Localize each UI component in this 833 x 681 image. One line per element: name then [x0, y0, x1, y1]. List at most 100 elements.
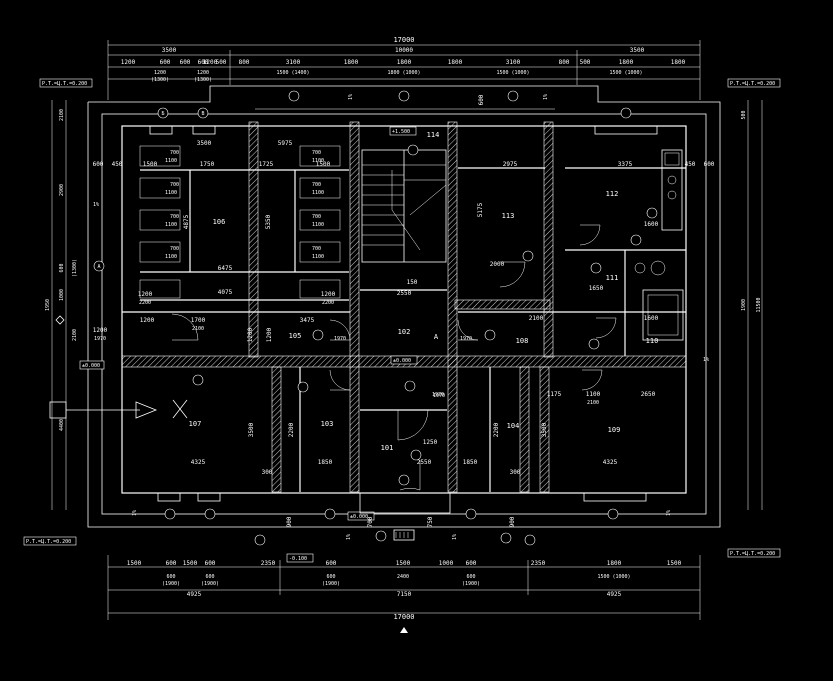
elevation-marks: +1.500 ±0.000 ±0.000 ±0.000 -0.100 [79, 126, 418, 563]
top-dim-r2-1: 10000 [395, 47, 413, 54]
elev-1: ±0.000 [393, 358, 411, 364]
slope-6: 1% [348, 94, 354, 100]
top-dim-r3-9: 1800 [397, 59, 412, 66]
bottom-dimension-chains: 1500 600 1500 600 2350 600 1500 1000 600… [107, 555, 701, 621]
bot-dim-r3-6: 1500 [396, 560, 411, 567]
bot-dim-r3-11: 1500 [667, 560, 682, 567]
bot-dim-r3-0: 1500 [127, 560, 142, 567]
idim-0: 3500 [197, 140, 212, 147]
bot-dim-r3-9: 2350 [531, 560, 546, 567]
top-dim-r4-2: 1200 [197, 70, 209, 76]
idim-29: 1650 [589, 285, 604, 292]
idim-11: 4075 [218, 289, 233, 296]
idim-46: 3500 [541, 422, 548, 437]
bot-dim-r4-9: 1500 (1000) [597, 574, 630, 580]
left-dim-5: 1950 [45, 299, 51, 311]
room-103: 103 [321, 420, 334, 428]
room-104: 104 [507, 422, 520, 430]
top-overall-dim: 17000 [393, 36, 414, 44]
bot-dim-r2-1: 7150 [397, 591, 412, 598]
fixture-tag-11: 1100 [312, 190, 324, 196]
top-dim-r4-4: 1500 (1400) [276, 70, 309, 76]
slope-1: 1% [703, 357, 709, 363]
idim-48: 2200 [493, 422, 500, 437]
idim-25: 2550 [397, 290, 412, 297]
level-mark-bottom-right: Р.Т.=Ц.Т.=0.200 [730, 551, 775, 557]
idim-22: 1970 [334, 336, 346, 342]
idim-12: 1200 [138, 291, 153, 298]
room-101: 101 [381, 444, 394, 452]
top-dim-r2-0: 3500 [162, 47, 177, 54]
bot-dim-r2-0: 4925 [187, 591, 202, 598]
idim-32: 1970 [460, 336, 472, 342]
bot-dim-r4-7: 600 [466, 574, 475, 580]
room-105: 105 [289, 332, 302, 340]
fixture-tag-6: 700 [170, 246, 179, 252]
top-dim-r3-14: 1800 [619, 59, 634, 66]
top-dim-r3-0: 1200 [121, 59, 136, 66]
level-marks: Р.Т.=Ц.Т.=0.200 Р.Т.=Ц.Т.=0.200 Р.Т.=Ц.Т… [23, 78, 781, 558]
top-dim-r4-0: 1200 [154, 70, 166, 76]
idim-59: 600 [93, 161, 104, 168]
room-102: 102 [398, 328, 411, 336]
fixture-tag-5: 1100 [165, 222, 177, 228]
idim-8: 4875 [183, 214, 190, 229]
fixture-tag-7: 1100 [165, 254, 177, 260]
idim-21: 1970 [94, 336, 106, 342]
room-110: 110 [646, 337, 659, 345]
idim-15: 2200 [322, 300, 334, 306]
top-dim-r3-10: 1800 [448, 59, 463, 66]
idim-34: 1100 [586, 391, 601, 398]
top-dim-r3-3: 600 [198, 59, 209, 66]
top-dim-r3-5: 500 [216, 59, 227, 66]
idim-52: 900 [509, 516, 516, 527]
idim-56: 600 [478, 94, 485, 105]
bot-dim-r3-3: 600 [205, 560, 216, 567]
fixture-tag-8: 700 [312, 150, 321, 156]
bot-dim-r4-3: (1900) [201, 581, 219, 587]
idim-6: 2975 [503, 161, 518, 168]
top-dim-r3-6: 800 [239, 59, 250, 66]
left-dim-7: 4400 [59, 419, 65, 431]
left-dim-2: 600 [59, 263, 65, 272]
level-mark-top-left: Р.Т.=Ц.Т.=0.200 [42, 81, 87, 87]
left-dim-3: 1000 [59, 289, 65, 301]
slope-4: 1% [346, 534, 352, 540]
top-dim-r2-2: 3500 [630, 47, 645, 54]
left-dim-1: 2900 [59, 184, 65, 196]
elev-0: +1.500 [392, 129, 410, 135]
interior-dimensions: 3500 5975 1500 1750 1725 1500 2975 3375 … [93, 94, 715, 527]
top-dim-r3-15: 1800 [671, 59, 686, 66]
fixture-tag-14: 700 [312, 246, 321, 252]
idim-17: 1700 [191, 317, 206, 324]
bot-dim-r3-8: 600 [466, 560, 477, 567]
room-108: 108 [516, 337, 529, 345]
slope-5: 1% [452, 534, 458, 540]
room-111: 111 [606, 274, 619, 282]
idim-49: 300 [262, 469, 273, 476]
bot-dim-r4-8: (1900) [462, 581, 480, 587]
idim-3: 1750 [200, 161, 215, 168]
room-114: 114 [427, 131, 440, 139]
bot-dim-r4-6: 2400 [397, 574, 409, 580]
idim-36: 2650 [641, 391, 656, 398]
idim-60: 600 [704, 161, 715, 168]
idim-2: 1500 [143, 161, 158, 168]
slope-marks: 1% 1% 1% 1% 1% 1% 1% 1% [93, 94, 709, 540]
level-mark-bottom-left: Р.Т.=Ц.Т.=0.200 [26, 539, 71, 545]
axis-bubble-0: Б [161, 111, 164, 117]
left-dim-6: 2100 [72, 329, 78, 341]
idim-26: 5175 [477, 202, 484, 217]
left-dim-0: 2100 [59, 109, 65, 121]
axis-bubble-1: В [201, 111, 204, 117]
right-dim-2: 1900 [741, 299, 747, 311]
bot-dim-r3-1: 600 [166, 560, 177, 567]
idim-43: 1250 [423, 439, 438, 446]
elev-4: -0.100 [289, 556, 307, 562]
idim-24: 1200 [266, 327, 273, 342]
top-dim-r3-1: 600 [160, 59, 171, 66]
idim-7: 3375 [618, 161, 633, 168]
bot-dim-r4-5: (1900) [322, 581, 340, 587]
top-dim-r4-5: 1800 (1000) [387, 70, 420, 76]
